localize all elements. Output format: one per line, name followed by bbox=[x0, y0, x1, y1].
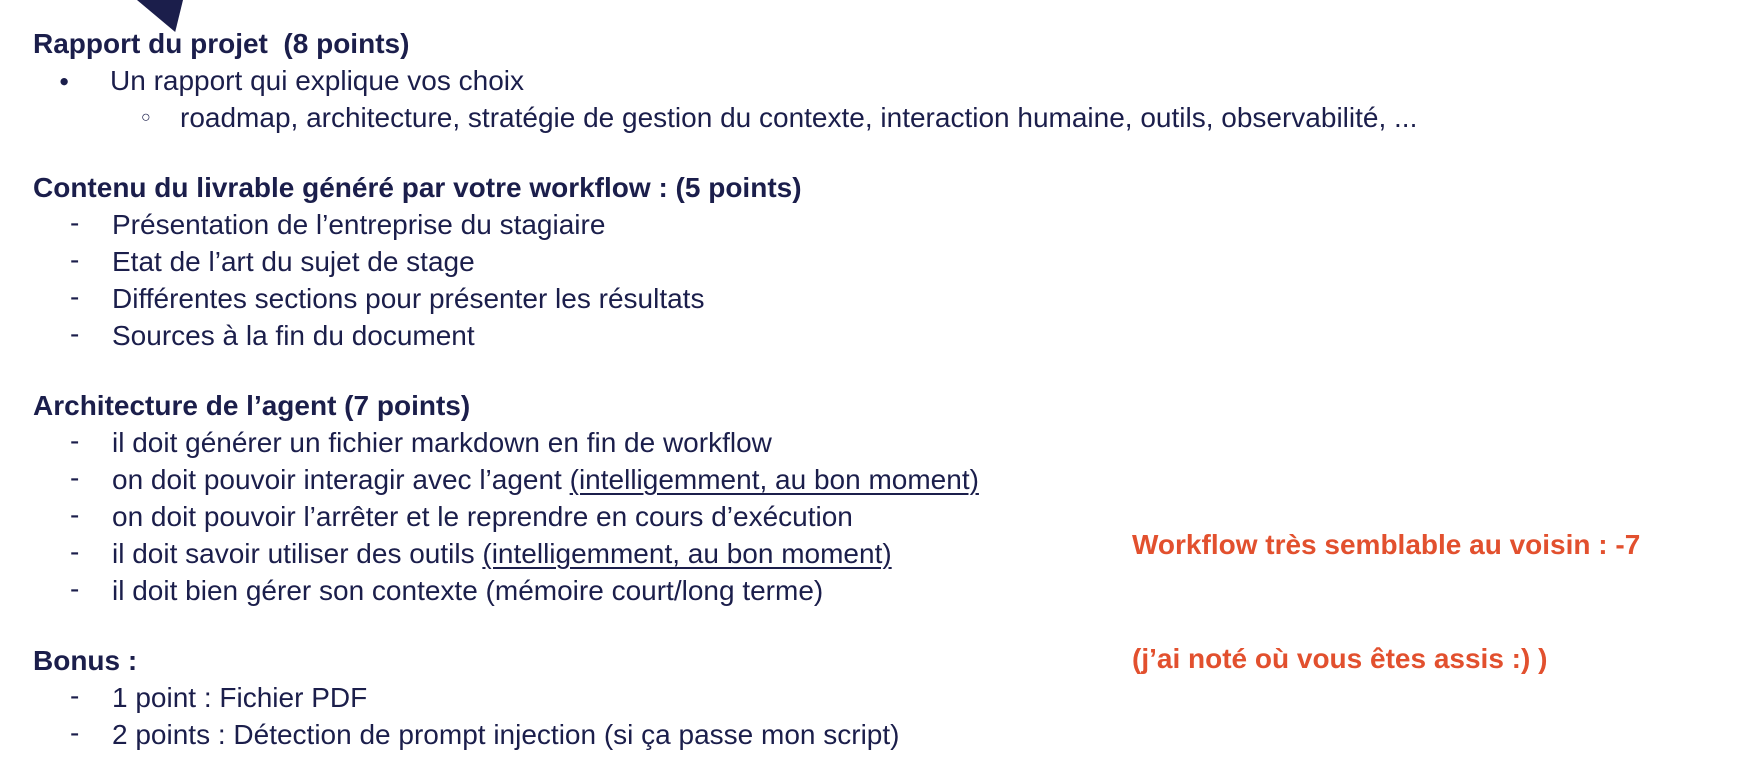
list-item-text: on doit pouvoir l’arrêter et le reprendr… bbox=[112, 500, 853, 532]
dash-bullet-icon: - bbox=[70, 572, 80, 604]
list-item: ● Un rapport qui explique vos choix bbox=[33, 62, 1417, 99]
dash-bullet-icon: - bbox=[70, 461, 80, 493]
list-item: -on doit pouvoir l’arrêter et le reprend… bbox=[33, 498, 1417, 535]
list-item: -Etat de l’art du sujet de stage bbox=[33, 243, 1417, 280]
list-item-text: Un rapport qui explique vos choix bbox=[110, 64, 525, 96]
rubric-section: Rapport du projet (8 points) ● Un rapport … bbox=[33, 25, 1417, 136]
list-item-text: il doit savoir utiliser des outils bbox=[112, 537, 483, 569]
dash-bullet-icon: - bbox=[70, 317, 80, 349]
dash-bullet-icon: - bbox=[70, 280, 80, 312]
list-item: -il doit générer un fichier markdown en … bbox=[33, 424, 1417, 461]
disc-bullet-icon: ● bbox=[59, 71, 70, 90]
dash-bullet-icon: - bbox=[70, 535, 80, 567]
list-item: -il doit savoir utiliser des outils (int… bbox=[33, 535, 1417, 572]
list-item: -Présentation de l’entreprise du stagiai… bbox=[33, 206, 1417, 243]
underlined-text: (intelligemment, au bon moment) bbox=[482, 537, 892, 569]
list-item-text: roadmap, architecture, stratégie de gest… bbox=[180, 101, 1418, 133]
grader-annotation: Workflow très semblable au voisin : -7 (… bbox=[1132, 450, 1640, 754]
rubric-section: Bonus :-1 point : Fichier PDF-2 points :… bbox=[33, 642, 1417, 753]
section-heading: Architecture de l’agent (7 points) bbox=[33, 389, 471, 421]
list-item-text: Etat de l’art du sujet de stage bbox=[112, 245, 475, 277]
section-heading: Rapport du projet (8 points) bbox=[33, 27, 410, 59]
dash-bullet-icon: - bbox=[70, 679, 80, 711]
rubric-section: Architecture de l’agent (7 points)-il do… bbox=[33, 387, 1417, 609]
rubric-section: Contenu du livrable généré par votre wor… bbox=[33, 169, 1417, 354]
list-item: -on doit pouvoir interagir avec l’agent … bbox=[33, 461, 1417, 498]
list-item-text: il doit générer un fichier markdown en f… bbox=[112, 426, 772, 458]
list-item: -1 point : Fichier PDF bbox=[33, 679, 1417, 716]
dash-bullet-icon: - bbox=[70, 716, 80, 748]
list-item-text: 2 points : Détection de prompt injection… bbox=[112, 718, 900, 750]
circle-bullet-icon: ○ bbox=[141, 108, 151, 126]
list-item-text: Différentes sections pour présenter les … bbox=[112, 282, 705, 314]
dash-bullet-icon: - bbox=[70, 243, 80, 275]
dash-bullet-icon: - bbox=[70, 498, 80, 530]
list-item: ○ roadmap, architecture, stratégie de ges… bbox=[33, 99, 1417, 136]
list-item: -Différentes sections pour présenter les… bbox=[33, 280, 1417, 317]
list-item-text: il doit bien gérer son contexte (mémoire… bbox=[112, 574, 824, 606]
dash-bullet-icon: - bbox=[70, 424, 80, 456]
underlined-text: (intelligemment, au bon moment) bbox=[569, 463, 979, 495]
section-heading: Contenu du livrable généré par votre wor… bbox=[33, 171, 802, 203]
list-item: -Sources à la fin du document bbox=[33, 317, 1417, 354]
list-item-text: 1 point : Fichier PDF bbox=[112, 681, 368, 713]
list-item: -2 points : Détection de prompt injectio… bbox=[33, 716, 1417, 753]
rubric-content: Rapport du projet (8 points) ● Un rapport … bbox=[33, 25, 1417, 753]
section-heading: Bonus : bbox=[33, 644, 138, 676]
list-item: -il doit bien gérer son contexte (mémoir… bbox=[33, 572, 1417, 609]
list-item-text: Sources à la fin du document bbox=[112, 319, 475, 351]
list-item-text: Présentation de l’entreprise du stagiair… bbox=[112, 208, 606, 240]
annotation-line-2: (j’ai noté où vous êtes assis :) ) bbox=[1132, 643, 1548, 674]
dash-bullet-icon: - bbox=[70, 206, 80, 238]
list-item-text: on doit pouvoir interagir avec l’agent bbox=[112, 463, 570, 495]
annotation-line-1: Workflow très semblable au voisin : -7 bbox=[1132, 529, 1641, 560]
